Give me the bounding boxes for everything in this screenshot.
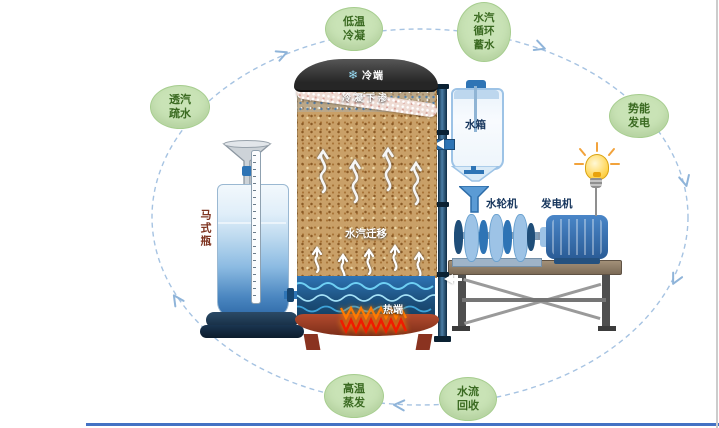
turbine-disk (527, 223, 535, 251)
turbine-disk (489, 214, 504, 262)
bottom-rule (86, 423, 719, 426)
bench-brace (464, 282, 602, 325)
bulb-filament (593, 172, 601, 177)
bottle-stand-lower (200, 325, 304, 338)
cycle-node-water-recovery: 水流 回收 (439, 377, 497, 421)
bottle-stand-upper (206, 312, 298, 328)
cycle-node-hot-evaporation: 高温 蒸发 (324, 374, 384, 418)
snowflake-icon: ❄ (347, 67, 359, 82)
pipe-vertical (438, 86, 447, 340)
cycle-node-potential-power: 势能 发电 (609, 94, 669, 138)
vapor-arrows (311, 147, 425, 280)
bulb-base (590, 178, 602, 188)
cycle-ring-ellipse (151, 28, 689, 406)
bench-foot (598, 326, 616, 331)
bench-foot (452, 326, 470, 331)
cycle-arrow-icon (672, 271, 684, 285)
soil-body (297, 88, 437, 278)
cycle-arrow-icon (172, 294, 185, 308)
cycle-arrow-icon (678, 174, 690, 187)
generator-body (546, 215, 608, 259)
bench-leg-right (602, 273, 610, 328)
cycle-node-vapor-permeable: 透汽 疏水 (150, 85, 210, 129)
condensation-infiltration-label: 冷凝下渗 (341, 93, 390, 103)
generator-foot (554, 258, 600, 264)
flow-arrow-left-icon (435, 139, 444, 149)
hot-water-zone (286, 276, 442, 318)
generator (540, 215, 608, 264)
cold-end-label: 冷端 (362, 71, 385, 82)
turbine-disk (479, 220, 488, 254)
generator-shaft-cap (540, 227, 550, 247)
tank-valve-stem (471, 166, 476, 174)
funnel-valve (242, 166, 252, 176)
pipe-flange (436, 130, 449, 135)
column-base (295, 314, 439, 336)
bench-crossbar (462, 298, 606, 302)
cycle-node-vapor-storage: 水汽 循环 蓄水 (457, 2, 511, 62)
cycle-node-cold-condense: 低温 冷凝 (325, 7, 383, 51)
column-leg-right (415, 334, 433, 350)
mariotte-bottle-label: 马式瓶 (199, 209, 211, 248)
bulb-wire (595, 188, 597, 216)
water-turbine (452, 212, 542, 267)
turbine-disk (503, 220, 512, 254)
generator-label: 发电机 (541, 198, 573, 210)
water-turbine-label: 水轮机 (486, 198, 518, 210)
turbine-disk (454, 220, 463, 254)
tank-neck (466, 80, 486, 90)
pipe-flange (436, 84, 449, 89)
mariotte-bottle-group: 马式瓶 (194, 136, 306, 342)
flow-arrow-tail (453, 277, 462, 281)
cycle-arrow-icon (393, 399, 406, 412)
tank-body (451, 88, 504, 170)
burette-scale-ticks (253, 155, 256, 297)
generator-fins (552, 219, 602, 255)
cold-end-cap: ❄ 冷端 (294, 59, 438, 92)
outlet-valve (287, 288, 294, 302)
right-edge-rule (716, 0, 718, 428)
burette-tube (251, 150, 261, 304)
soil-column-group: ❄ 冷端 冷凝下渗 水汽迁移 热端 (286, 55, 445, 355)
pipe-foot (434, 336, 451, 342)
workbench (448, 260, 622, 334)
funnel-icon (222, 140, 272, 186)
heater-coil-icon (339, 305, 408, 335)
bulb-icon (585, 154, 609, 180)
pipe-flange (436, 202, 449, 207)
feed-funnel (459, 186, 489, 213)
tank-inner-tube (474, 86, 477, 132)
water-tank-group: 水箱 (448, 78, 504, 214)
turbine-disk (513, 214, 528, 262)
column-leg-left (303, 334, 321, 350)
light-bulb-group (572, 140, 622, 220)
cycle-arrow-icon (274, 50, 288, 62)
flow-arrow-left-icon (444, 274, 453, 284)
turbine-disk (464, 214, 479, 262)
vapor-migration-label: 水汽迁移 (345, 228, 387, 240)
bulb-rays-icon (574, 142, 620, 165)
cycle-arrow-icon (532, 39, 546, 51)
pipe-flange (436, 272, 449, 277)
water-tank-label: 水箱 (465, 119, 486, 131)
hot-end-label: 热端 (383, 305, 403, 316)
